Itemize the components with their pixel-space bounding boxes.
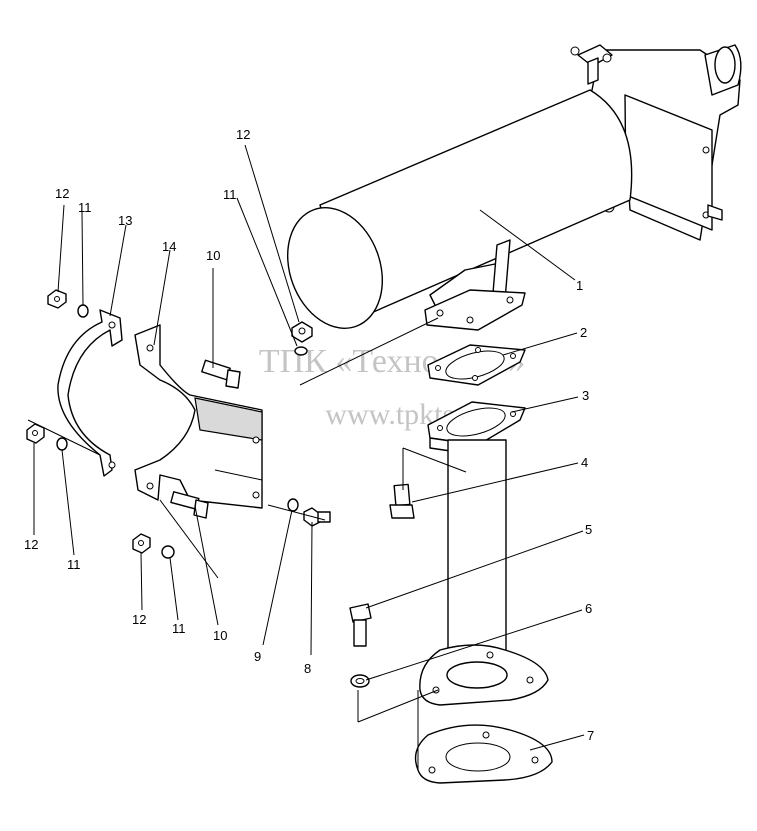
washer-part-11-topleft xyxy=(77,304,89,318)
bolt-part-4 xyxy=(389,483,415,519)
callout-12-middle: 12 xyxy=(236,127,250,142)
nut-part-12-topleft xyxy=(47,289,67,309)
bottom-gasket-part-7 xyxy=(414,724,553,784)
callout-12-left: 12 xyxy=(24,537,38,552)
callout-8: 8 xyxy=(304,661,311,676)
strap-clamp-part-13 xyxy=(57,309,123,477)
callout-11-topleft: 11 xyxy=(78,200,92,215)
gasket-part-2 xyxy=(427,344,526,386)
callout-4: 4 xyxy=(581,455,588,470)
callout-10-upper: 10 xyxy=(206,248,220,263)
washer-part-9 xyxy=(287,498,299,512)
callout-11-left: 11 xyxy=(67,557,81,572)
muffler-part-1 xyxy=(286,44,742,331)
washer-part-11-left xyxy=(56,437,68,451)
callout-2: 2 xyxy=(580,325,587,340)
washer-part-6 xyxy=(350,674,370,688)
nut-part-12-bottom xyxy=(132,533,151,554)
callout-14: 14 xyxy=(162,239,176,254)
callout-5: 5 xyxy=(585,522,592,537)
callout-1: 1 xyxy=(576,278,583,293)
callout-10-lower: 10 xyxy=(213,628,227,643)
exhaust-pipe-part-3 xyxy=(419,401,549,706)
top-nut-washer xyxy=(291,321,313,356)
callout-12-bottom: 12 xyxy=(132,612,146,627)
bolt-part-10-upper xyxy=(201,359,241,389)
callout-6: 6 xyxy=(585,601,592,616)
bolt-part-10-lower xyxy=(170,491,209,519)
callout-7: 7 xyxy=(587,728,594,743)
bolt-part-8 xyxy=(303,507,331,527)
bolt-part-5 xyxy=(349,603,372,647)
callout-labels: 1 2 3 4 5 6 7 8 9 10 10 11 11 11 11 12 1… xyxy=(24,127,594,743)
callout-3: 3 xyxy=(582,388,589,403)
leader-lines xyxy=(27,144,585,770)
washer-part-11-bottom xyxy=(161,545,175,559)
callout-11-middle: 11 xyxy=(223,187,237,202)
nut-part-12-left xyxy=(26,423,45,444)
callout-12-topleft: 12 xyxy=(55,186,69,201)
callout-9: 9 xyxy=(254,649,261,664)
bracket-part-14 xyxy=(134,324,263,509)
callout-11-bottom: 11 xyxy=(172,621,186,636)
callout-13: 13 xyxy=(118,213,132,228)
